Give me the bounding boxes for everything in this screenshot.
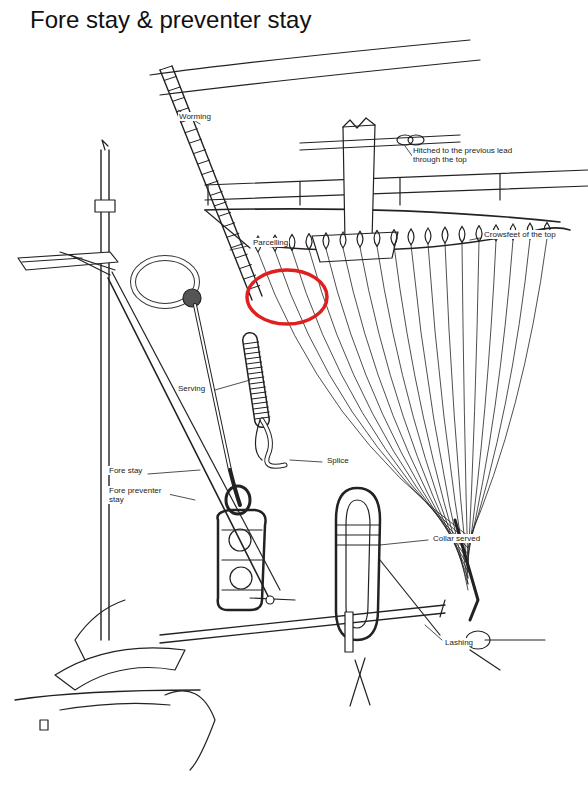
worming-turn	[202, 171, 214, 175]
crowsfoot-line	[468, 241, 496, 560]
crowsfoot-line	[309, 250, 468, 554]
crowsfoot-loop	[459, 226, 465, 242]
serving-turn	[244, 347, 259, 349]
crowsfoot-line	[468, 239, 530, 548]
part-label: Crowsfeet of the top	[483, 230, 557, 239]
crowsfoot-line	[462, 242, 468, 572]
serving-turn	[252, 397, 267, 399]
crowsfoot-loop	[408, 229, 414, 245]
worming-turn	[239, 265, 251, 269]
worming-turn	[219, 212, 231, 216]
overview	[15, 140, 445, 770]
crowsfoot-loop	[476, 226, 482, 242]
crowsfoot-line	[275, 251, 468, 542]
crowsfoot-loop	[289, 234, 295, 250]
worming-turn	[160, 66, 172, 70]
serving-turn	[244, 342, 259, 344]
worming-turn	[244, 275, 256, 279]
part-label: Collar served	[432, 534, 481, 543]
part-label: Fore stay	[108, 466, 143, 475]
worming-turn	[193, 150, 205, 154]
worming-turn	[198, 160, 210, 164]
worming-turn	[235, 254, 247, 258]
crowsfoot-loop	[340, 232, 346, 248]
part-label: Hitched to the previous lead through the…	[412, 146, 526, 164]
title: Fore stay & preventer stay	[30, 6, 311, 34]
worming-turn	[210, 191, 222, 195]
worming-turn	[189, 139, 201, 143]
crowsfoot-line	[360, 247, 468, 572]
worming-turn	[168, 87, 180, 91]
crowsfoot-loop	[306, 234, 312, 250]
worming-turn	[173, 97, 185, 101]
leader-lines	[148, 110, 480, 640]
worming-turn	[223, 223, 235, 227]
serving-turn	[250, 382, 265, 384]
serving-turn	[253, 402, 268, 404]
serving-turn	[247, 362, 262, 364]
part-label: Lashing	[444, 638, 474, 647]
serving-turn	[251, 392, 266, 394]
crowsfoot-line	[428, 244, 468, 584]
crowsfoot-loop	[357, 231, 363, 247]
crowsfoot-loop	[425, 228, 431, 244]
crowsfoot-loop	[323, 233, 329, 249]
crowsfoot-line	[343, 248, 468, 566]
worming-turn	[164, 76, 176, 80]
serving-turn	[248, 372, 263, 374]
serving-turn	[253, 407, 268, 409]
worming-turn	[214, 202, 226, 206]
part-label: Worming	[178, 112, 212, 121]
highlight-circle	[247, 270, 327, 324]
crowsfoot-loop	[374, 230, 380, 246]
rope-end	[470, 640, 545, 670]
worming-turn	[227, 233, 239, 237]
crowsfoot-loop	[442, 227, 448, 243]
part-label: Serving	[177, 384, 206, 393]
part-label: Splice	[326, 456, 350, 465]
serving-turn	[247, 367, 262, 369]
crowsfoot-line	[468, 240, 513, 554]
stay-rope	[133, 66, 285, 610]
worming-turn	[185, 129, 197, 133]
part-label: Parcelling	[252, 238, 289, 247]
worming-turn	[206, 181, 218, 185]
serving-turn	[245, 352, 260, 354]
part-label: Fore preventer stay	[108, 486, 170, 504]
top-platform	[150, 40, 588, 262]
serving-turn	[246, 357, 261, 359]
crowsfeet	[255, 222, 550, 670]
serving-turn	[254, 412, 269, 414]
crowsfoot-loop	[391, 230, 397, 246]
serving-turn	[249, 377, 264, 379]
crowsfoot-line	[468, 238, 547, 542]
serving-turn	[250, 387, 265, 389]
